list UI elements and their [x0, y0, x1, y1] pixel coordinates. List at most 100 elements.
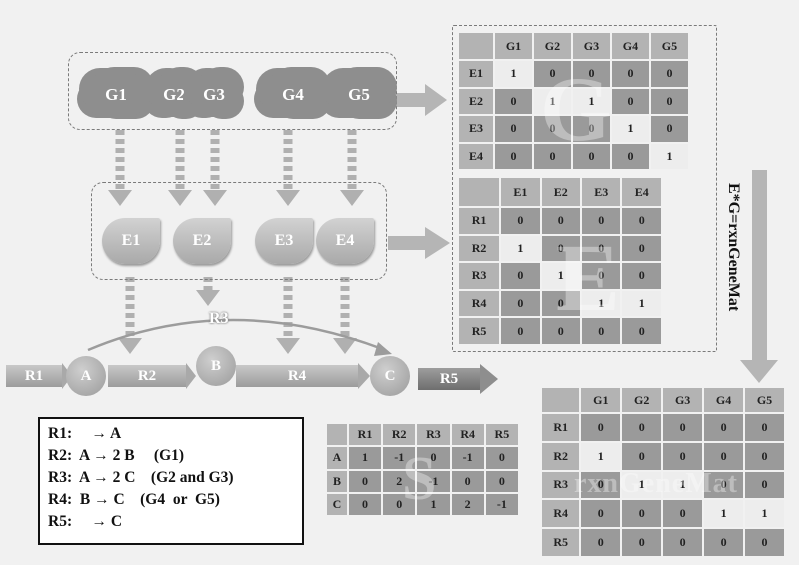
cell: 2 [449, 491, 486, 518]
arrow-to-g-matrix [393, 84, 447, 116]
cell: 0 [580, 316, 623, 346]
table-row: R3 0 1 1 0 0 [539, 469, 786, 501]
row-header: R2 [456, 233, 502, 264]
reaction-r2: R2 [108, 365, 186, 387]
row-header: R1 [539, 412, 582, 443]
cell: 0 [531, 114, 573, 144]
cell: 0 [620, 233, 663, 264]
gene-g4: G4 [261, 73, 325, 117]
table-row: E2 0 1 1 0 0 [457, 86, 691, 116]
row-header: E4 [457, 141, 495, 171]
s-matrix-corner [325, 421, 349, 448]
cell: 0 [609, 141, 651, 171]
cell: -1 [381, 445, 418, 471]
cell: 1 [702, 498, 746, 530]
cell: 0 [661, 498, 705, 530]
legend-line: R3: A → 2 C (G2 and G3) [48, 469, 234, 486]
cell: 0 [648, 59, 691, 89]
cell: 0 [702, 527, 746, 558]
legend-line: R1: → A [48, 425, 122, 442]
cell: 1 [579, 440, 623, 472]
cell: 0 [743, 440, 786, 472]
legend-line: R4: B → C (G4 or G5) [48, 491, 220, 508]
table-row: E1 1 0 0 0 0 [457, 59, 691, 89]
cell: 1 [493, 59, 534, 89]
col-header: G3 [570, 31, 612, 61]
cell: 0 [620, 527, 664, 558]
cell: -1 [449, 445, 486, 471]
cell: 0 [702, 412, 746, 443]
cell: 0 [579, 412, 623, 443]
cell: 0 [570, 141, 612, 171]
col-header: E2 [539, 176, 583, 208]
legend-line: R5: → C [48, 513, 123, 530]
rxn-matrix-corner [539, 386, 582, 414]
cell: 1 [570, 86, 612, 116]
cell: 0 [661, 440, 705, 472]
row-header: C [325, 491, 349, 518]
row-header: R2 [539, 440, 582, 472]
cell: 0 [415, 445, 452, 471]
e-matrix: E1 E2 E3 E4 R1 0 0 0 0 R2 1 0 0 0 R3 0 1… [456, 176, 663, 346]
reaction-r1: R1 [6, 365, 62, 387]
cell: 1 [415, 491, 452, 518]
cell: 0 [743, 412, 786, 443]
cell: 0 [620, 440, 664, 472]
col-header: G1 [493, 31, 534, 61]
row-header: R3 [539, 469, 582, 501]
cell: 0 [580, 261, 623, 291]
rxn-gene-matrix: G1 G2 G3 G4 G5 R1 0 0 0 0 0 R2 1 0 0 0 0… [539, 386, 786, 558]
row-header: R4 [539, 498, 582, 530]
cell: 0 [702, 440, 746, 472]
col-header: G1 [579, 386, 623, 414]
table-row: R5 0 0 0 0 [456, 316, 663, 346]
col-header: G2 [620, 386, 664, 414]
e-matrix-corner [456, 176, 502, 208]
enzyme-reaction-arrowheads [118, 290, 357, 354]
cell: 0 [499, 206, 542, 236]
cell: 1 [499, 233, 542, 264]
cell: 0 [449, 468, 486, 494]
cell: 0 [648, 86, 691, 116]
row-header: R3 [456, 261, 502, 291]
enzyme-e2: E2 [173, 218, 231, 264]
formula-label: E*G=rxnGeneMat [725, 183, 742, 312]
cell: 0 [648, 114, 691, 144]
cell: 1 [531, 86, 573, 116]
cell: 0 [743, 469, 786, 501]
row-header: E2 [457, 86, 495, 116]
reaction-legend: R1: → A R2: A → 2 B (G1) R3: A → 2 C (G2… [38, 417, 304, 545]
row-header: R4 [456, 288, 502, 319]
cell: 0 [609, 86, 651, 116]
cell: 0 [702, 469, 746, 501]
cell: -1 [483, 491, 521, 518]
col-header: R3 [415, 421, 452, 448]
table-row: A 1 -1 0 -1 0 [325, 445, 521, 471]
enzyme-e3: E3 [255, 218, 313, 264]
cell: 0 [570, 114, 612, 144]
table-row: R4 0 0 1 1 [456, 288, 663, 319]
col-header: R1 [346, 421, 384, 448]
col-header: G5 [648, 31, 691, 61]
legend-line: R2: A → 2 B (G1) [48, 447, 185, 464]
row-header: R5 [456, 316, 502, 346]
col-header: G2 [531, 31, 573, 61]
gene-g3: G3 [190, 73, 238, 117]
cell: 0 [580, 233, 623, 264]
cell: 0 [579, 469, 623, 501]
cell: 0 [620, 206, 663, 236]
col-header: G4 [702, 386, 746, 414]
enzyme-reaction-arrows [125, 277, 350, 340]
cell: 1 [743, 498, 786, 530]
col-header: G5 [743, 386, 786, 414]
col-header: E1 [499, 176, 542, 208]
g-matrix-corner [457, 31, 495, 61]
cell: 0 [570, 59, 612, 89]
cell: 0 [346, 468, 384, 494]
table-row: E4 0 0 0 0 1 [457, 141, 691, 171]
gene-g5: G5 [327, 73, 391, 117]
cell: 1 [620, 469, 664, 501]
cell: 0 [539, 206, 583, 236]
enzyme-group-box [91, 182, 387, 280]
